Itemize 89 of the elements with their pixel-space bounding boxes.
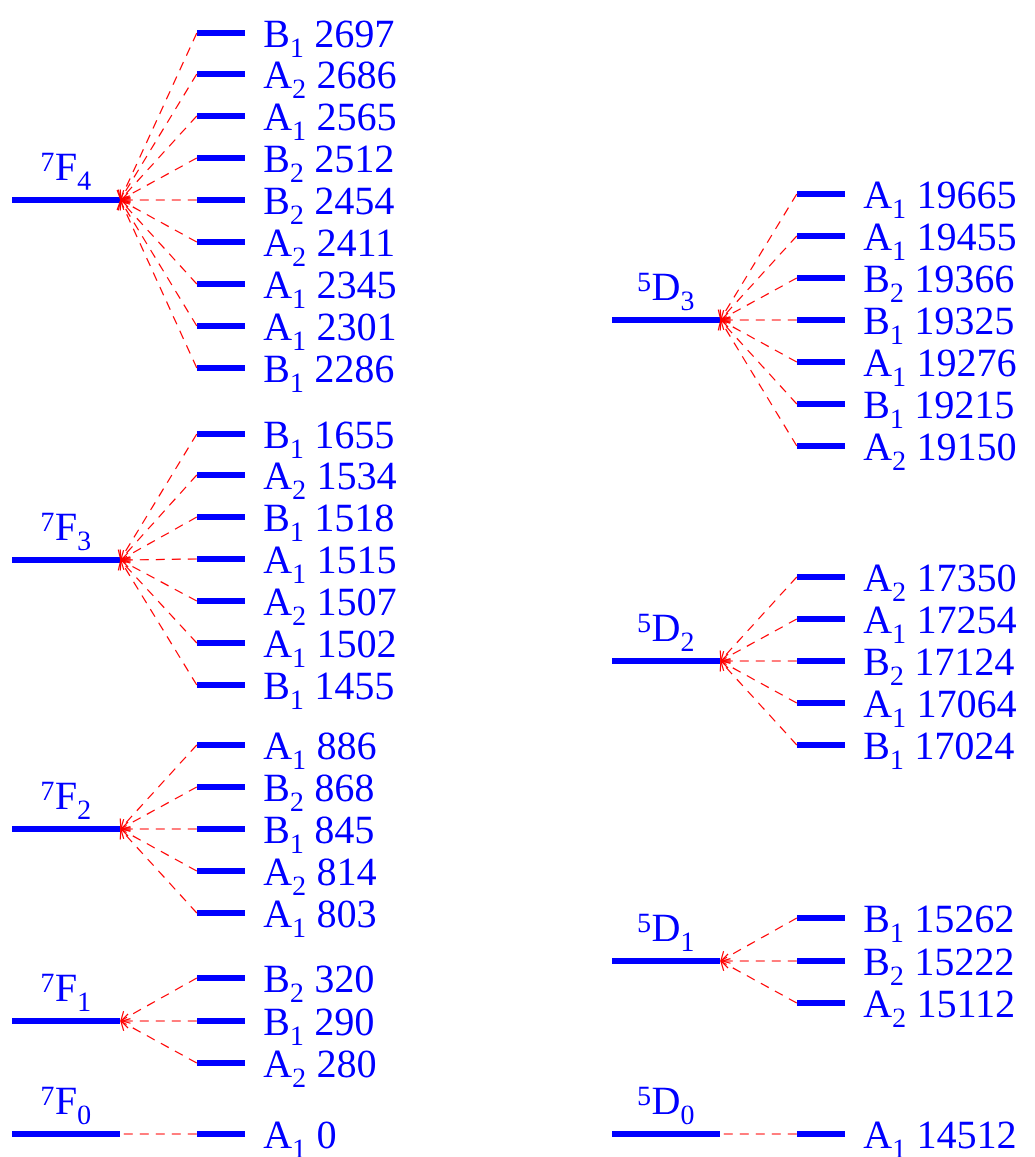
dashed-arrow (120, 556, 198, 602)
level-label: $^{5}$D$_{1}$ (638, 913, 693, 951)
dashed-arrow (720, 917, 798, 964)
sublevel-label: A$_{1}$ 0 (263, 1121, 336, 1157)
dashed-arrow (116, 32, 198, 200)
sublevel-label: A$_{2}$ 814 (263, 858, 376, 895)
dashed-arrow (119, 829, 198, 914)
sublevel-label: A$_{1}$ 2301 (263, 313, 395, 350)
dashed-arrow (720, 277, 798, 323)
dashed-arrow (120, 157, 198, 203)
level-label: $^{5}$D$_{3}$ (638, 272, 694, 311)
dashed-arrow (117, 200, 198, 327)
dashed-arrow (719, 576, 798, 661)
dashed-arrow (120, 977, 198, 1024)
dashed-arrow (119, 560, 198, 644)
sublevel-label: B$_{1}$ 1455 (264, 672, 393, 709)
dashed-arrow (720, 317, 798, 363)
dashed-arrow (116, 200, 198, 369)
dashed-arrow (117, 73, 198, 200)
sublevel-label: A$_{2}$ 1507 (263, 588, 396, 625)
level-label: $^{7}$F$_{4}$ (42, 152, 91, 190)
dashed-arrow (119, 744, 198, 829)
sublevel-label: B$_{1}$ 845 (264, 816, 373, 853)
sublevel-label: B$_{2}$ 2454 (264, 187, 394, 224)
sublevel-label: A$_{2}$ 17350 (863, 564, 1016, 601)
sublevel-label: A$_{2}$ 2686 (263, 61, 396, 98)
sublevel-label: B$_{1}$ 15262 (864, 905, 1013, 942)
dashed-arrow (120, 826, 198, 872)
dashed-arrow (720, 958, 798, 1004)
dashed-arrow (119, 474, 198, 560)
dashed-arrow (120, 786, 198, 832)
sublevel-label: B$_{1}$ 1655 (264, 421, 393, 458)
sublevel-label: A$_{1}$ 17254 (863, 606, 1016, 643)
sublevel-label: A$_{1}$ 2345 (263, 271, 395, 308)
dashed-arrow (720, 618, 798, 664)
dashed-arrow (120, 516, 198, 563)
dashed-arrow (120, 192, 198, 208)
sublevel-label: A$_{1}$ 14512 (863, 1121, 1015, 1157)
sublevel-label: A$_{1}$ 1502 (263, 630, 395, 667)
sublevel-label: A$_{2}$ 2411 (263, 229, 393, 266)
sublevel-label: A$_{2}$ 1534 (263, 462, 396, 499)
dashed-arrow (120, 1018, 198, 1064)
sublevel-label: B$_{2}$ 320 (264, 965, 373, 1002)
dashed-arrow (119, 200, 198, 285)
level-label: $^{7}$F$_{3}$ (42, 512, 91, 551)
sublevel-label: A$_{1}$ 2565 (263, 103, 395, 140)
dashed-arrow (720, 953, 798, 969)
sublevel-label: B$_{1}$ 2697 (264, 20, 394, 57)
level-label: $^{7}$F$_{1}$ (42, 973, 90, 1011)
dashed-arrow (717, 320, 798, 447)
sublevel-label: B$_{1}$ 290 (264, 1008, 373, 1045)
sublevel-label: A$_{1}$ 19276 (863, 349, 1016, 386)
dashed-arrow (119, 115, 198, 200)
sublevel-label: A$_{2}$ 19150 (863, 433, 1016, 470)
sublevel-label: A$_{2}$ 15112 (863, 990, 1013, 1027)
sublevel-label: A$_{1}$ 803 (263, 900, 375, 937)
dashed-arrow (120, 821, 198, 837)
sublevel-label: A$_{1}$ 17064 (863, 690, 1016, 727)
dashed-arrow (120, 552, 198, 568)
dashed-arrow (117, 560, 198, 686)
dashed-arrow (719, 320, 798, 405)
sublevel-label: B$_{1}$ 19325 (864, 307, 1013, 344)
dashed-arrow (720, 312, 798, 328)
dashed-arrow (720, 658, 798, 704)
level-label: $^{7}$F$_{0}$ (42, 1086, 91, 1125)
sublevel-label: B$_{1}$ 17024 (864, 732, 1014, 769)
sublevel-label: A$_{1}$ 19665 (863, 181, 1015, 218)
dashed-arrow (120, 1013, 198, 1029)
level-label: $^{5}$D$_{2}$ (638, 613, 693, 651)
sublevel-label: A$_{1}$ 1515 (263, 546, 395, 583)
sublevel-label: B$_{2}$ 868 (264, 774, 373, 811)
sublevel-label: B$_{1}$ 1518 (264, 504, 393, 541)
dashed-arrow (720, 653, 798, 669)
sublevel-label: A$_{2}$ 280 (263, 1050, 376, 1087)
sublevel-label: B$_{2}$ 15222 (864, 948, 1013, 985)
dashed-arrow (719, 235, 798, 320)
sublevel-label: A$_{1}$ 886 (263, 732, 376, 769)
sublevel-label: B$_{2}$ 2512 (264, 145, 393, 182)
dashed-arrow (717, 193, 798, 320)
sublevel-label: B$_{1}$ 2286 (264, 355, 394, 392)
dashed-arrow (120, 197, 198, 243)
sublevel-label: B$_{1}$ 19215 (864, 391, 1013, 428)
level-label: $^{7}$F$_{2}$ (42, 781, 90, 819)
level-label: $^{5}$D$_{0}$ (638, 1086, 694, 1125)
sublevel-label: B$_{2}$ 19366 (864, 265, 1014, 302)
dashed-arrow (117, 433, 198, 560)
dashed-arrow (719, 661, 798, 746)
sublevel-label: B$_{2}$ 17124 (864, 648, 1014, 685)
sublevel-label: A$_{1}$ 19455 (863, 223, 1015, 260)
